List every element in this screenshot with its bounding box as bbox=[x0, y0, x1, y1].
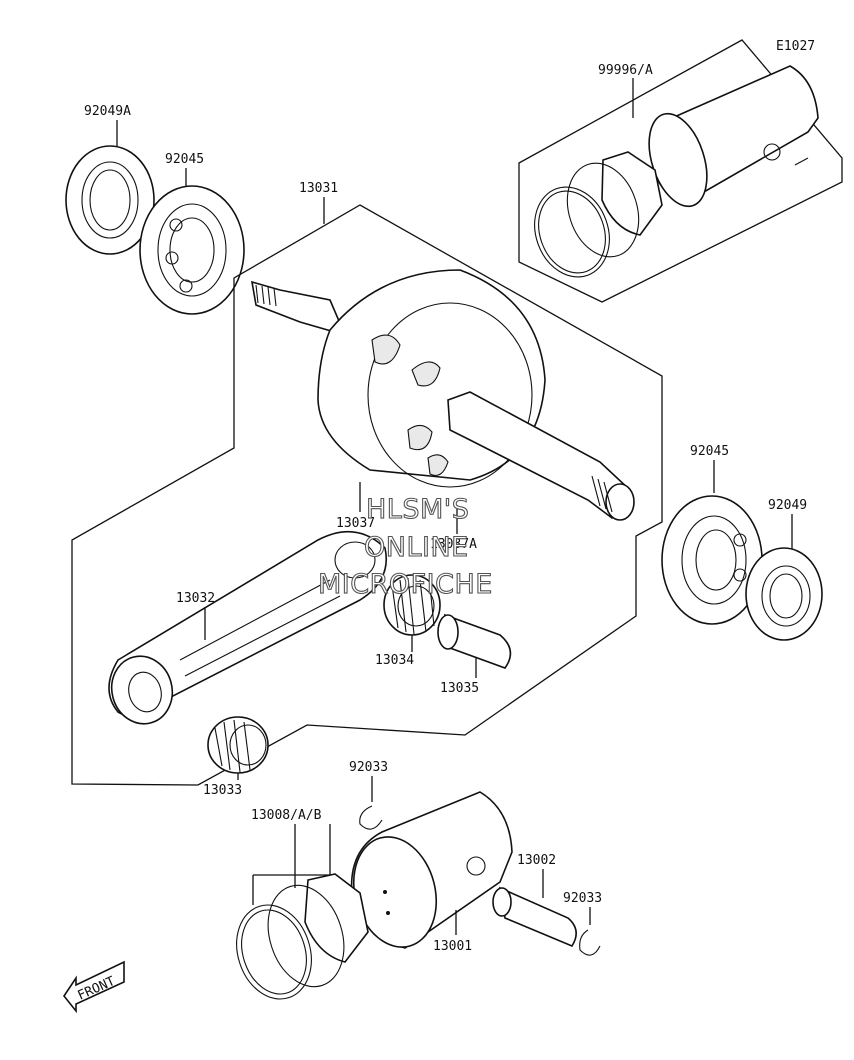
piston-group: 92033 13008/A/B 13001 13002 92033 bbox=[236, 760, 602, 1000]
label-13031: 13031 bbox=[299, 181, 338, 196]
right-bearing-group: 92045 92049 bbox=[661, 444, 823, 641]
label-92049: 92049 bbox=[768, 498, 807, 513]
label-13008ab: 13008/A/B bbox=[251, 808, 322, 823]
left-bearing-group: 92049A 92045 bbox=[65, 104, 245, 315]
piston-kit-ring-1 bbox=[534, 186, 610, 278]
label-13037a: 13037A bbox=[430, 537, 477, 552]
watermark-line-1: HLSM'S bbox=[366, 494, 469, 525]
oil-seal-92049a bbox=[65, 145, 155, 255]
crankshaft-group: 13031 13037 13037A 13032 13034 bbox=[71, 181, 663, 786]
front-direction-marker: FRONT bbox=[63, 960, 125, 1014]
crank-pin-13035 bbox=[444, 613, 512, 669]
piston-ring-second bbox=[267, 884, 345, 988]
label-13037: 13037 bbox=[336, 516, 375, 531]
label-92033-right: 92033 bbox=[563, 891, 602, 906]
piston-kit-ring-2 bbox=[566, 162, 640, 258]
corner-code: E1027 bbox=[776, 39, 815, 54]
label-92045-right: 92045 bbox=[690, 444, 729, 459]
label-13002: 13002 bbox=[517, 853, 556, 868]
piston-kit-ring-oil bbox=[601, 151, 663, 236]
piston-pin-13002 bbox=[498, 886, 577, 948]
watermark-line-2: ONLINE bbox=[364, 532, 469, 563]
piston-ring-oil bbox=[304, 873, 369, 963]
label-92045-top: 92045 bbox=[165, 152, 204, 167]
label-99996a: 99996/A bbox=[598, 63, 653, 78]
piston-ring-top bbox=[236, 904, 312, 1000]
label-13001: 13001 bbox=[433, 939, 472, 954]
crankshaft-assembly-outline bbox=[71, 204, 663, 786]
label-92049a: 92049A bbox=[84, 104, 131, 119]
label-13032: 13032 bbox=[176, 591, 215, 606]
label-92033-top: 92033 bbox=[349, 760, 388, 775]
needle-bearing-13033 bbox=[207, 716, 269, 774]
label-13033: 13033 bbox=[203, 783, 242, 798]
watermark-line-3: MICROFICHE bbox=[318, 569, 493, 600]
crankshaft-left-shaft bbox=[250, 280, 347, 337]
circlip-92033-right bbox=[579, 929, 601, 956]
label-13034: 13034 bbox=[375, 653, 414, 668]
small-end-bearing-group: 13033 bbox=[203, 716, 269, 798]
front-arrow-icon bbox=[63, 960, 125, 1014]
label-13035: 13035 bbox=[440, 681, 479, 696]
circlip-92033-top bbox=[359, 805, 383, 830]
watermark: HLSM'S ONLINE MICROFICHE bbox=[317, 493, 493, 600]
piston-kit-outline bbox=[518, 39, 843, 303]
piston-kit-group: 99996/A bbox=[518, 39, 843, 303]
crankshaft-right-shaft bbox=[447, 391, 632, 520]
ball-bearing-92045-top bbox=[139, 185, 245, 315]
